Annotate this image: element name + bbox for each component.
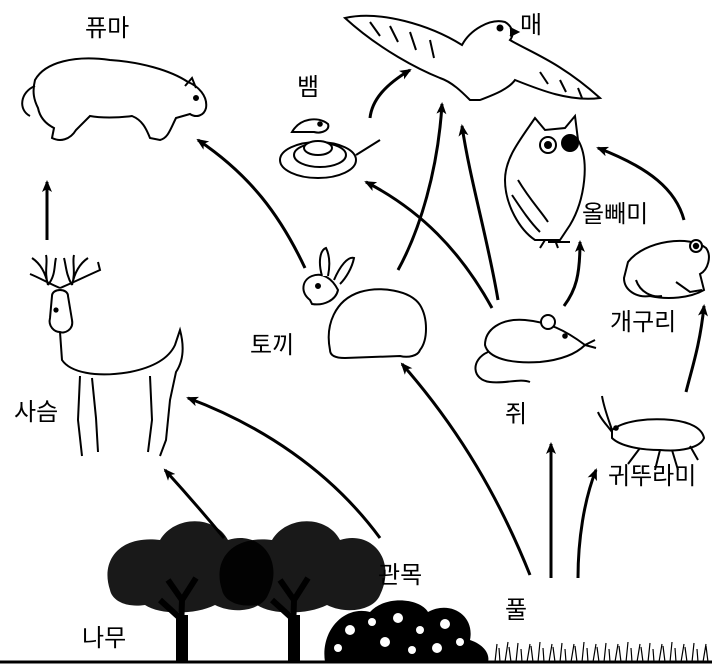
arrow-shrub-to-deer xyxy=(188,398,380,538)
mouse-illustration xyxy=(475,315,596,382)
arrow-grass-to-rabbit xyxy=(402,364,530,575)
label-hawk: 매 xyxy=(520,13,542,37)
grass-illustration xyxy=(495,642,708,662)
label-cricket: 귀뚜라미 xyxy=(608,464,696,488)
label-rabbit: 토끼 xyxy=(250,333,294,357)
arrow-rabbit-to-hawk xyxy=(398,104,442,270)
hawk-illustration xyxy=(345,16,600,100)
arrow-grass-to-cricket xyxy=(578,470,596,578)
label-tree: 나무 xyxy=(82,626,126,650)
owl-illustration xyxy=(505,116,585,248)
label-frog: 개구리 xyxy=(610,310,676,334)
label-deer: 사슴 xyxy=(14,400,58,424)
label-shrub: 관목 xyxy=(378,563,422,587)
puma-illustration xyxy=(22,58,206,140)
label-puma: 퓨마 xyxy=(85,16,129,40)
label-owl: 올빼미 xyxy=(582,202,648,226)
arrow-mouse-to-owl xyxy=(564,242,580,306)
label-mouse: 쥐 xyxy=(505,402,527,426)
rabbit-illustration xyxy=(303,248,426,358)
frog-illustration xyxy=(624,240,709,298)
label-grass: 풀 xyxy=(505,598,527,622)
arrow-mouse-to-hawk xyxy=(462,126,498,300)
cricket-illustration xyxy=(598,396,704,470)
arrow-cricket-to-frog xyxy=(686,306,704,392)
label-snake: 뱀 xyxy=(297,75,319,99)
snake-illustration xyxy=(280,119,380,178)
arrow-snake-to-hawk xyxy=(370,70,410,118)
